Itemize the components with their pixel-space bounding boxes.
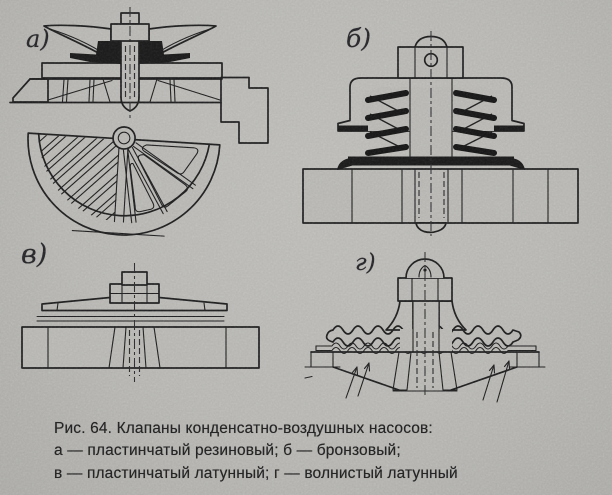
pump-body-section (21, 326, 260, 376)
wheel-hub (112, 126, 136, 150)
panel-label-v: в) (21, 239, 48, 270)
pump-body-section (302, 168, 579, 234)
diagram-v-brass-plate-valve (21, 263, 260, 382)
caption-legend-line: в — пластинчатый латунный; г — волнистый… (54, 464, 458, 482)
panel-label-a: а) (26, 25, 50, 53)
diagram-g-wavy-valve (304, 252, 546, 403)
panel-label-b: б) (346, 24, 372, 53)
caption-legend-line: а — пластинчатый резиновый; б — бронзовы… (54, 442, 401, 460)
pump-body-step-section (220, 76, 269, 144)
diagram-b-bronze-valve (302, 31, 579, 236)
figure-caption: Рис. 64. Клапаны конденсатно-воздушных н… (54, 418, 594, 485)
panel-label-g: г) (355, 250, 376, 276)
caption-title: Рис. 64. Клапаны конденсатно-воздушных н… (54, 420, 433, 437)
